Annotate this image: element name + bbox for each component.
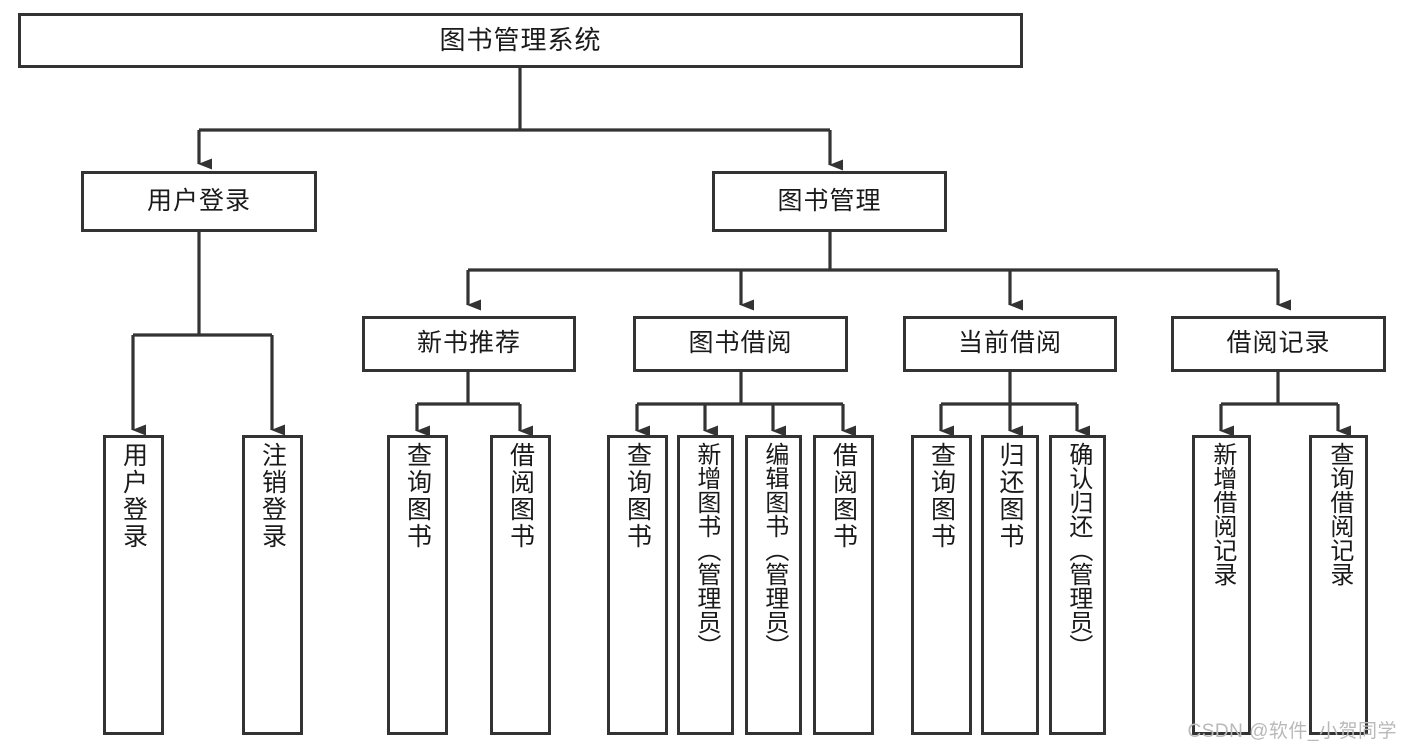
node-label: 查询借阅记录 [1325, 442, 1353, 586]
node-label: 新增图书（管理员） [692, 442, 720, 658]
leaf-user-logout[interactable]: 注销登录 [242, 435, 303, 735]
node-book-management[interactable]: 图书管理 [712, 171, 947, 232]
node-current-borrow[interactable]: 当前借阅 [903, 316, 1117, 372]
node-label: 归还图书 [996, 442, 1024, 550]
node-label: 图书管理系统 [439, 25, 602, 56]
node-label: 借阅记录 [1226, 329, 1331, 358]
leaf-borrow-add-book-admin[interactable]: 新增图书（管理员） [677, 435, 734, 735]
node-label: 当前借阅 [957, 329, 1062, 358]
node-root-system[interactable]: 图书管理系统 [18, 13, 1023, 68]
node-label: 借阅图书 [829, 442, 858, 550]
node-borrow-record[interactable]: 借阅记录 [1171, 316, 1386, 372]
node-label: 新增借阅记录 [1208, 442, 1236, 586]
leaf-current-return-book[interactable]: 归还图书 [981, 435, 1039, 735]
leaf-current-query-book[interactable]: 查询图书 [911, 435, 972, 735]
leaf-current-confirm-return-admin[interactable]: 确认归还（管理员） [1049, 435, 1106, 735]
node-label: 查询图书 [927, 442, 956, 550]
leaf-borrow-borrow-book[interactable]: 借阅图书 [813, 435, 874, 735]
watermark-text: CSDN @软件_小贺同学 [1187, 721, 1397, 742]
node-label: 用户登录 [119, 442, 148, 550]
node-new-book-recommend[interactable]: 新书推荐 [362, 316, 576, 372]
node-book-borrow[interactable]: 图书借阅 [633, 316, 848, 372]
node-label: 查询图书 [403, 442, 432, 550]
node-label: 用户登录 [146, 186, 251, 215]
leaf-record-add-record[interactable]: 新增借阅记录 [1192, 435, 1251, 735]
leaf-user-login[interactable]: 用户登录 [103, 435, 164, 735]
node-label: 图书管理 [777, 186, 882, 215]
node-label: 查询图书 [623, 442, 652, 550]
leaf-recommend-query-book[interactable]: 查询图书 [387, 435, 448, 735]
leaf-borrow-edit-book-admin[interactable]: 编辑图书（管理员） [745, 435, 802, 735]
node-label: 借阅图书 [506, 442, 535, 550]
node-label: 新书推荐 [416, 329, 521, 358]
node-label: 图书借阅 [688, 329, 793, 358]
leaf-record-query-record[interactable]: 查询借阅记录 [1309, 435, 1368, 735]
node-label: 编辑图书（管理员） [760, 442, 788, 658]
node-label: 注销登录 [258, 442, 287, 550]
leaf-borrow-query-book[interactable]: 查询图书 [607, 435, 668, 735]
node-label: 确认归还（管理员） [1064, 442, 1092, 658]
node-user-login[interactable]: 用户登录 [81, 171, 317, 232]
leaf-recommend-borrow-book[interactable]: 借阅图书 [490, 435, 551, 735]
